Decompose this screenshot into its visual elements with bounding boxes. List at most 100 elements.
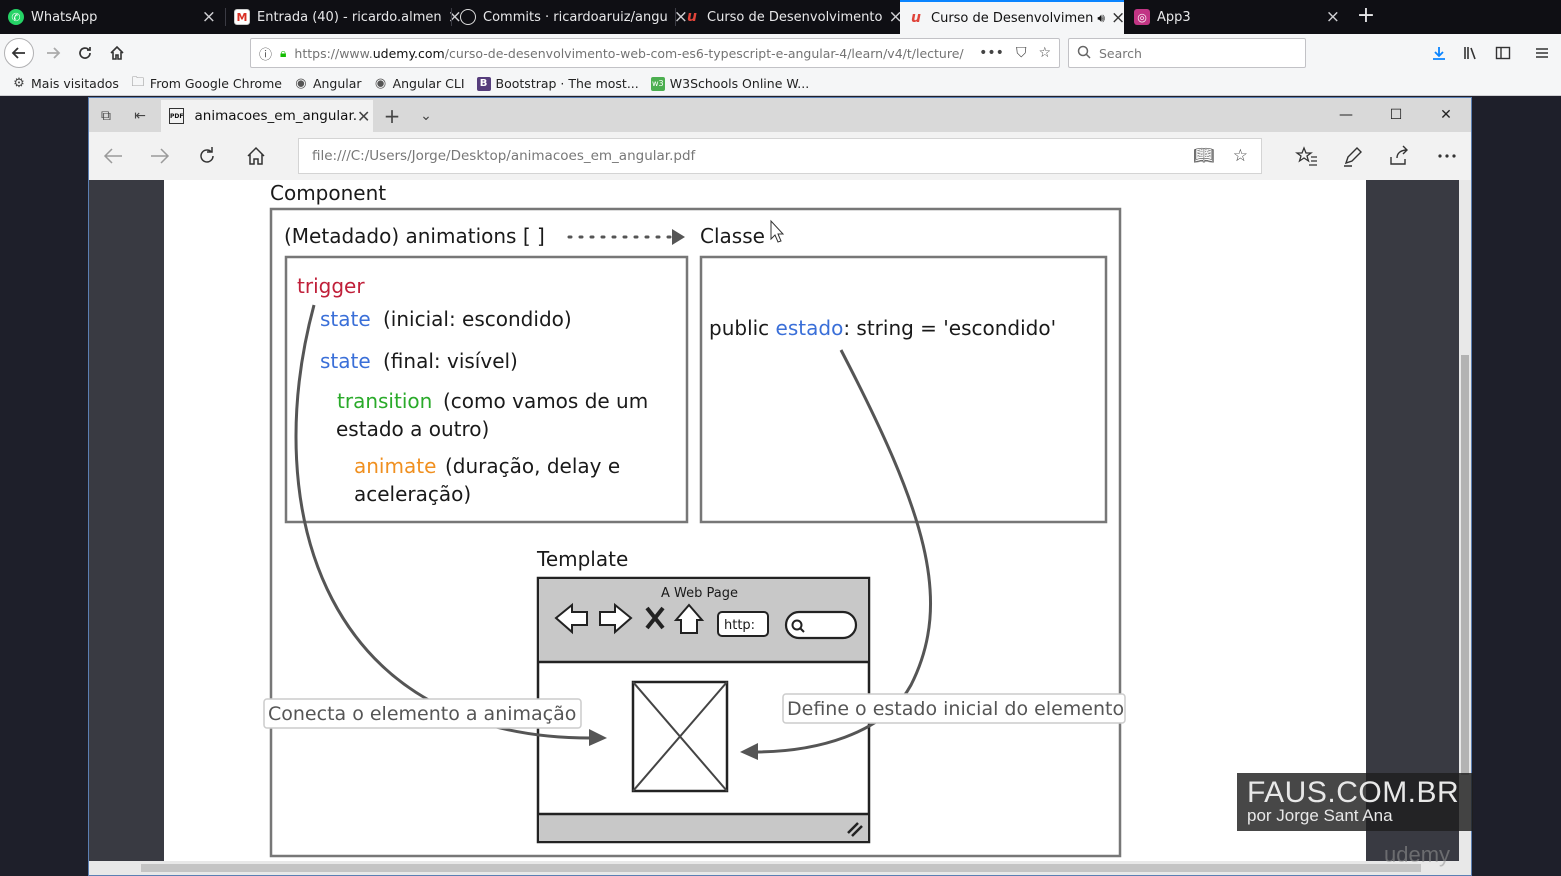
right-note-box xyxy=(782,693,1126,724)
edge-tab-label: animacoes_em_angular. xyxy=(194,108,358,124)
info-icon[interactable]: ⓘ xyxy=(259,47,273,63)
url-bar[interactable]: ⓘ 🔒︎ https://www.udemy.com/curso-de-dese… xyxy=(250,38,1060,68)
edge-tab-pdf[interactable]: PDF animacoes_em_angular. ✕ xyxy=(161,100,373,132)
state1-keyword: state xyxy=(320,307,371,331)
tab-label: Entrada (40) - ricardo.almen xyxy=(257,9,442,25)
sidebar-button[interactable] xyxy=(1488,38,1518,68)
trigger-keyword: trigger xyxy=(297,274,365,298)
favorites-hub-button[interactable] xyxy=(1293,142,1321,170)
tab-preview-chevron-icon[interactable]: ⌄ xyxy=(420,108,432,124)
reload-icon xyxy=(79,47,91,59)
forward-button[interactable] xyxy=(38,38,68,68)
more-dots-icon xyxy=(1438,154,1456,158)
edge-address-bar[interactable]: file:///C:/Users/Jorge/Desktop/animacoes… xyxy=(298,138,1262,174)
downloads-button[interactable] xyxy=(1424,38,1454,68)
home-button[interactable] xyxy=(102,38,132,68)
close-window-button[interactable]: ✕ xyxy=(1440,107,1452,123)
tab-gmail[interactable]: M Entrada (40) - ricardo.almen × xyxy=(226,0,462,34)
library-button[interactable] xyxy=(1456,38,1486,68)
gear-icon: ⚙︎ xyxy=(13,76,25,91)
component-title: Component xyxy=(270,181,386,205)
arrow-right-icon xyxy=(47,47,61,59)
mouse-cursor-icon xyxy=(770,219,785,243)
minimize-button[interactable]: — xyxy=(1339,107,1353,123)
vertical-scrollbar[interactable] xyxy=(1459,180,1471,863)
maximize-button[interactable]: ☐ xyxy=(1389,107,1403,123)
close-icon[interactable]: × xyxy=(1325,7,1340,27)
reload-button[interactable] xyxy=(70,38,100,68)
udemy-watermark: udemy xyxy=(1384,842,1451,867)
tab-label: WhatsApp xyxy=(31,9,98,25)
scrollbar-thumb[interactable] xyxy=(1461,355,1469,775)
share-button[interactable] xyxy=(1385,142,1413,170)
speaker-icon[interactable]: 🔊︎ xyxy=(1097,10,1105,25)
bookmark-angular-cli[interactable]: ◉Angular CLI xyxy=(374,76,465,91)
arrow-right-icon xyxy=(589,729,607,746)
state2-keyword: state xyxy=(320,349,371,373)
favorite-star-icon[interactable]: ☆ xyxy=(1232,146,1248,166)
close-icon[interactable]: × xyxy=(201,7,216,27)
tab-udemy-1[interactable]: u Curso de Desenvolvimento × xyxy=(676,0,903,34)
bookmark-mais-visitados[interactable]: ⚙︎Mais visitados xyxy=(13,76,119,91)
watermark-line2: por Jorge Sant Ana xyxy=(1247,806,1393,825)
state1-text: (inicial: escondido) xyxy=(383,307,572,331)
scrollbar-thumb[interactable] xyxy=(141,864,1421,872)
menu-button[interactable] xyxy=(1527,38,1557,68)
bookmark-star-icon[interactable]: ☆ xyxy=(1038,45,1051,61)
pdf-viewport[interactable]: Component (Metadado) animations [ ] Clas… xyxy=(89,180,1471,863)
library-icon xyxy=(1464,47,1476,60)
close-icon[interactable]: × xyxy=(673,7,688,27)
home-icon xyxy=(247,146,265,165)
web-note-button[interactable] xyxy=(1339,142,1367,170)
template-title: Template xyxy=(536,547,628,571)
page-actions-icon[interactable]: ••• xyxy=(979,45,1004,61)
tab-whatsapp[interactable]: ✆ WhatsApp × xyxy=(0,0,224,34)
search-input[interactable]: Search xyxy=(1068,38,1306,68)
pocket-icon[interactable]: ⛉ xyxy=(1015,45,1027,61)
set-aside-tabs-icon[interactable]: ⇤ xyxy=(134,108,146,124)
transition-text-line2: estado a outro) xyxy=(336,417,489,441)
metadata-label: (Metadado) animations [ ] xyxy=(284,224,545,248)
arrow-left-icon xyxy=(103,148,122,164)
new-tab-button[interactable]: + xyxy=(383,104,401,128)
more-button[interactable] xyxy=(1433,142,1461,170)
horizontal-scrollbar[interactable] xyxy=(89,861,1471,875)
udemy-icon: u xyxy=(687,9,697,25)
home-button[interactable] xyxy=(242,142,270,170)
tab-app3[interactable]: ◎ App3 × xyxy=(1126,0,1348,34)
close-icon[interactable]: × xyxy=(1110,8,1126,28)
class-box xyxy=(699,255,1108,524)
gmail-icon: M xyxy=(234,9,250,25)
animate-text-line2: aceleração) xyxy=(354,482,471,506)
search-icon xyxy=(1077,45,1091,62)
arrow-left-icon xyxy=(740,743,758,760)
pdf-icon: PDF xyxy=(169,108,185,124)
edge-tab-bar: ⧉ ⇤ PDF animacoes_em_angular. ✕ + ⌄ — ☐ … xyxy=(89,98,1471,132)
watermark-line1: FAUS.COM.BR xyxy=(1247,776,1460,809)
sketch-close-icon xyxy=(645,606,665,630)
pen-icon xyxy=(1344,147,1362,167)
back-button[interactable] xyxy=(4,38,34,68)
back-button[interactable] xyxy=(99,142,127,170)
w3schools-icon: w3 xyxy=(650,76,665,91)
transition-text-line1: (como vamos de um xyxy=(443,389,648,413)
forward-button[interactable] xyxy=(146,142,174,170)
search-placeholder: Search xyxy=(1099,45,1142,61)
edge-window: ⧉ ⇤ PDF animacoes_em_angular. ✕ + ⌄ — ☐ … xyxy=(88,97,1472,876)
sketch-url-field xyxy=(717,611,769,637)
tab-group-icon[interactable]: ⧉ xyxy=(101,108,111,124)
refresh-button[interactable] xyxy=(193,142,221,170)
tab-udemy-active[interactable]: u Curso de Desenvolvimen 🔊︎ × xyxy=(900,0,1126,34)
classe-label: Classe xyxy=(700,224,765,248)
close-icon[interactable]: × xyxy=(888,7,903,27)
address-text: file:///C:/Users/Jorge/Desktop/animacoes… xyxy=(312,148,696,164)
hamburger-icon xyxy=(1536,48,1548,58)
bookmark-folder-chrome[interactable]: 🗀From Google Chrome xyxy=(131,74,282,92)
new-tab-button[interactable]: + xyxy=(1356,3,1376,28)
tab-github[interactable]: Commits · ricardoaruiz/angu × xyxy=(452,0,688,34)
close-icon[interactable]: ✕ xyxy=(357,106,371,126)
bookmark-angular[interactable]: ◉Angular xyxy=(295,76,362,91)
reading-view-icon[interactable]: 📖︎ xyxy=(1193,146,1215,166)
